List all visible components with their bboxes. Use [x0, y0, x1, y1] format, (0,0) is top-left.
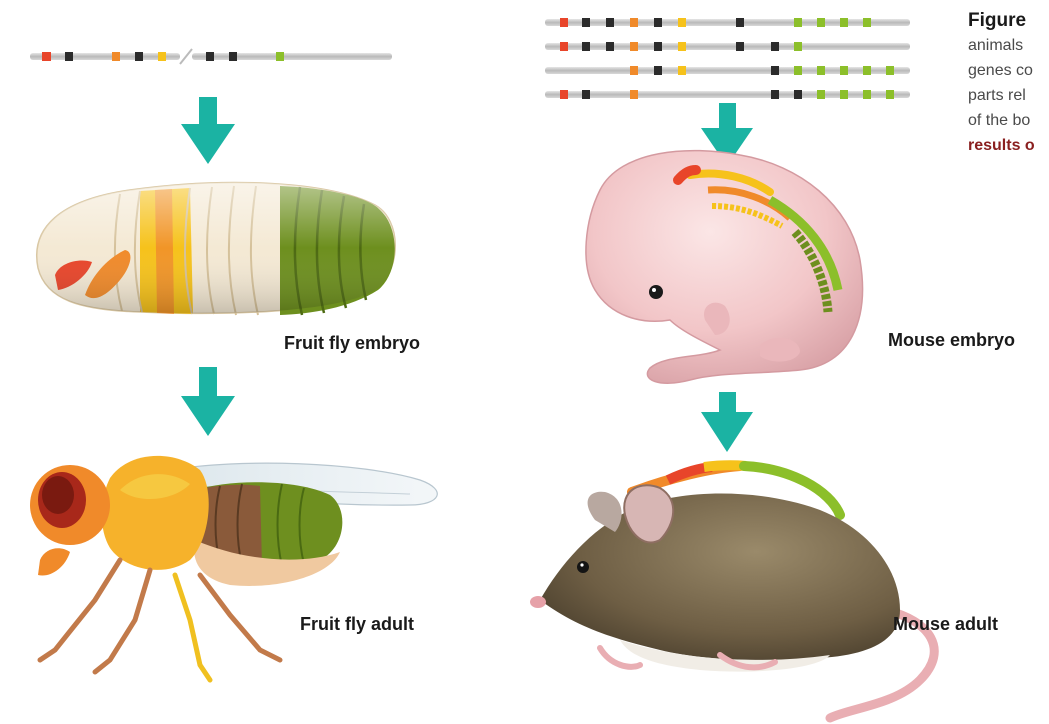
mouse-chromosomes — [545, 18, 910, 99]
mouse-embryo — [586, 151, 863, 384]
fruit-fly-embryo-label: Fruit fly embryo — [284, 333, 420, 354]
fruit-fly-adult-label: Fruit fly adult — [300, 614, 414, 635]
fly-chromosome — [30, 49, 392, 64]
mouse-embryo-label: Mouse embryo — [888, 330, 1015, 351]
arrow-down-icon — [701, 392, 753, 452]
mouse-adult — [530, 465, 934, 718]
mouse-adult-label: Mouse adult — [893, 614, 998, 635]
arrow-down-icon — [181, 367, 235, 436]
arrow-down-icon — [181, 97, 235, 164]
fruit-fly-adult — [30, 456, 437, 680]
fruit-fly-embryo — [37, 183, 396, 315]
